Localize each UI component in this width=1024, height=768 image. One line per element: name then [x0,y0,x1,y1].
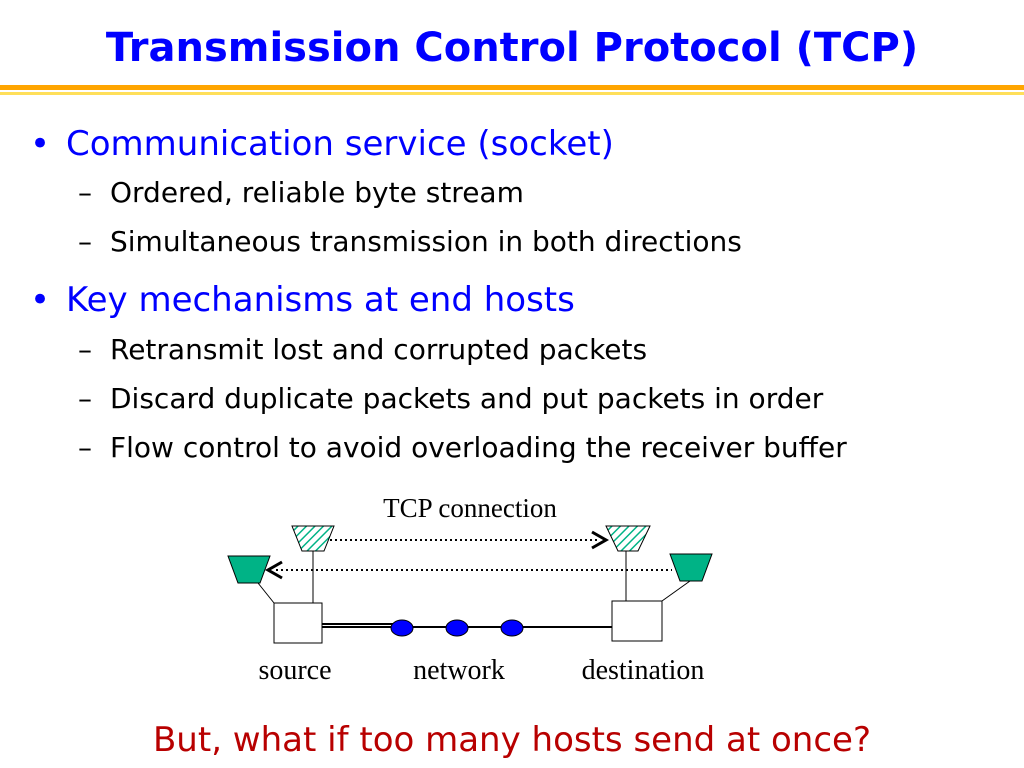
source-recv-stem [257,582,275,604]
router-icon [390,619,414,637]
title-divider-accent [0,92,1024,95]
sub-dash: – [78,225,92,258]
source-send-buffer-icon [291,525,335,552]
sub-bullet-label: Ordered, reliable byte stream [110,176,524,209]
tcp-connection-diagram: TCP connection source network destinatio… [227,493,713,686]
source-host-box [273,602,323,644]
sub-bullet-label: Retransmit lost and corrupted packets [110,333,648,366]
closing-question: But, what if too many hosts send at once… [152,720,872,760]
bullet-label: Communication service (socket) [66,124,614,164]
router-icon [500,619,524,637]
sub-bullet-label: Discard duplicate packets and put packet… [110,382,824,415]
sub-dash: – [78,431,92,464]
title-divider [0,85,1024,90]
destination-recv-buffer-icon [605,525,651,552]
source-label: source [258,655,331,686]
sub-bullet-label: Simultaneous transmission in both direct… [110,225,742,258]
sub-dash: – [78,176,92,209]
destination-host-box [611,600,663,642]
destination-label: destination [582,655,705,686]
bullet-dot: • [30,124,51,164]
sub-bullet-label: Flow control to avoid overloading the re… [110,431,847,464]
destination-send-stem [661,580,691,602]
network-label: network [413,655,505,686]
tcp-connection-label: TCP connection [383,493,557,523]
sub-dash: – [78,333,92,366]
router-icon [445,619,469,637]
forward-arrowhead-icon [591,530,610,550]
bullet-dot: • [30,280,51,320]
bullet-label: Key mechanisms at end hosts [66,280,575,320]
slide-title: Transmission Control Protocol (TCP) [105,25,919,71]
source-recv-buffer-icon [227,555,271,584]
sub-dash: – [78,382,92,415]
reverse-arrowhead-icon [264,560,283,580]
destination-send-buffer-icon [669,553,713,582]
